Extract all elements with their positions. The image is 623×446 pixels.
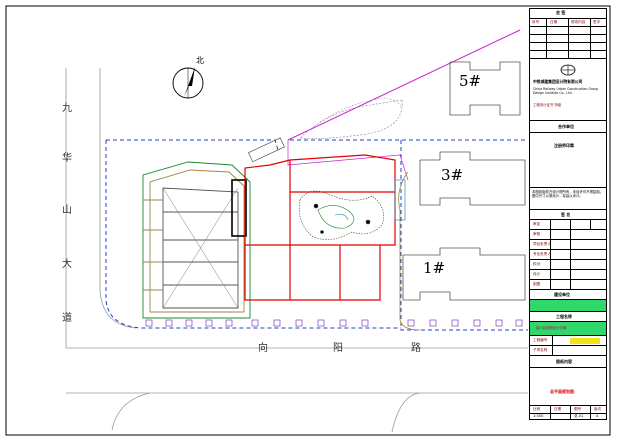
footer-col-0: 比例 [533,407,541,411]
south-road-label-2: 路 [411,343,421,354]
footer-value-3: A [596,414,599,418]
notes-section: 本图纸版权归设计院所有，未经许可不得复制。 图中尺寸以毫米计，标高以米计。 [530,187,606,209]
main-tower [244,154,396,301]
sign-row-5: 设计 [533,272,541,276]
seal-title-row: 合作单位 [530,120,606,132]
building-3 [419,151,526,206]
certificate-text: 工程设计证书 甲级 [533,103,562,107]
building-label-3: 3# [441,166,464,184]
footer-value-2: 总-01 [574,414,584,418]
company-name-en: China Railway Urban Construction Group D… [533,87,599,95]
footer-col-1: 日期 [554,407,562,411]
drawing-title-label: 图纸内容 [556,359,572,364]
company-name-cn: 中铁城建集团设计院有限公司 [533,79,583,84]
rev-col-1: 日期 [550,20,558,24]
property-line [105,139,528,331]
sign-row-4: 校对 [533,262,541,266]
sign-title-row: 签 名 [530,209,606,219]
company-logo-icon [560,64,576,76]
footer-value-0: 1:500 [533,414,544,418]
south-road-label-0: 向 [258,343,268,354]
revision-columns: 序号 日期 修改内容 签字 [530,18,606,26]
title-block: 会 签 序号 日期 修改内容 签字 中铁城建集团设计院有限公司 China Ra… [529,8,607,420]
parking-row [145,319,523,327]
west-road-label-0: 九 [62,103,72,114]
south-road [66,347,528,433]
seal-title: 合作单位 [558,124,574,129]
garden [298,190,384,240]
project-name: 某小区规划设计方案 [536,326,567,330]
rev-col-0: 序号 [532,20,540,24]
project-title-row: 建设单位 [530,289,606,299]
stamp-title: 注册师印章 [554,143,574,148]
south-road-label-1: 阳 [333,343,343,354]
footer-header-row: 比例 日期 图号 版次 [530,405,606,413]
project-name-band: 某小区规划设计方案 [530,321,606,335]
drawing-name-row: 总平面规划图 [530,367,606,413]
building-label-5: 5# [459,72,482,90]
rev-col-3: 签字 [593,20,601,24]
item-highlight [570,338,600,344]
sheet-border [5,5,611,436]
sign-title: 签 名 [561,212,571,217]
footer-values-row: 1:500 总-01 A [530,413,606,419]
west-road-label-2: 山 [62,205,72,216]
item-row-0: 工程编号 [530,335,606,345]
drawing-title-label-row: 图纸内容 [530,355,606,367]
sign-row-0: 审定 [533,222,541,226]
footer-col-2: 图号 [574,407,582,411]
west-road-label-1: 华 [62,153,72,164]
rev-col-2: 修改内容 [571,20,586,24]
company-section: 中铁城建集团设计院有限公司 China Railway Urban Constr… [530,58,606,120]
podium-building [142,161,251,319]
sign-row-3: 专业负责人 [533,252,551,256]
drawing-name: 总平面规划图 [550,389,574,394]
item-label-1: 子项名称 [533,348,548,352]
revision-header: 会 签 [556,10,566,15]
footer-col-3: 版次 [594,407,602,411]
notes-text: 本图纸版权归设计院所有，未经许可不得复制。 图中尺寸以毫米计，标高以米计。 [532,190,604,199]
building-label-1: 1# [423,259,446,277]
building-5 [449,61,521,116]
north-label: 北 [196,56,204,65]
stamp-section: 注册师印章 [530,132,606,187]
sign-row-6: 制图 [533,282,541,286]
sign-row-2: 项目负责人 [533,242,551,246]
north-arrow [172,67,204,99]
item-label-0: 工程编号 [533,338,548,342]
project-name-label: 工程名称 [556,314,572,319]
project-name-label-row: 工程名称 [530,311,606,321]
item-row-1: 子项名称 [530,345,606,355]
building-1 [402,247,526,301]
project-title: 建设单位 [554,292,570,297]
west-road-label-4: 道 [62,313,72,324]
sign-row-1: 审核 [533,232,541,236]
project-band-green [530,299,606,311]
west-road-label-3: 大 [62,259,72,270]
magenta-boundary [287,29,521,141]
west-road [65,68,137,348]
